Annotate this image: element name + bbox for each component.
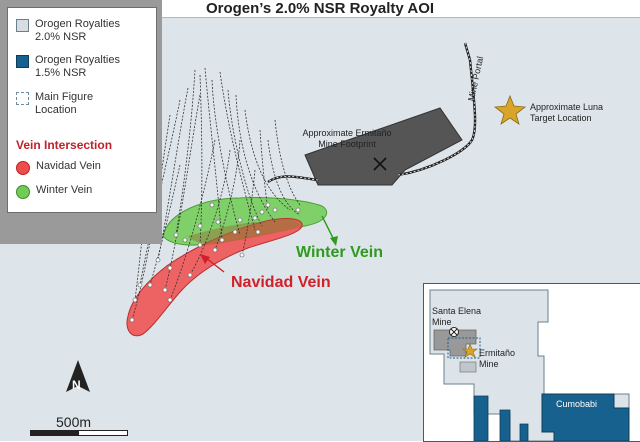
legend-label: Winter Vein bbox=[36, 184, 93, 196]
inset-cumobabi-label: Cumobabi bbox=[556, 399, 598, 409]
scale-bar bbox=[30, 430, 128, 436]
north-label: N bbox=[72, 378, 81, 392]
mine-footprint[interactable] bbox=[304, 107, 463, 186]
vein-overlap bbox=[188, 219, 300, 244]
dark-blue-square-icon bbox=[16, 55, 29, 68]
mine-footprint-label: Approximate Ermitaño Mine Footprint bbox=[302, 128, 392, 149]
inset-royalty-15-west bbox=[473, 395, 529, 441]
inset-royalty-15-area[interactable] bbox=[541, 393, 630, 441]
legend-panel-frame: Orogen Royalties 2.0% NSR Orogen Royalti… bbox=[0, 0, 162, 244]
red-circle-icon bbox=[16, 161, 30, 175]
green-circle-icon bbox=[16, 185, 30, 199]
navidad-vein-arrowhead bbox=[200, 254, 210, 264]
navidad-vein-label: Navidad Vein bbox=[231, 274, 331, 291]
mine-symbol-icon bbox=[373, 157, 387, 171]
legend-label: Main Figure Location bbox=[35, 91, 94, 116]
inset-santa-elena-label: Santa Elena Mine bbox=[432, 306, 482, 327]
dashed-square-icon bbox=[16, 92, 29, 105]
inset-main-figure-box[interactable] bbox=[447, 337, 481, 359]
inset-ermitano-label: Ermitaño Mine bbox=[479, 348, 516, 369]
legend-label: Orogen Royalties 2.0% NSR bbox=[35, 18, 120, 43]
inset-ermitano-star-icon bbox=[462, 343, 478, 358]
luna-target-star-icon[interactable] bbox=[493, 94, 527, 125]
scale-label: 500m bbox=[56, 414, 92, 430]
luna-target-label: Approximate Luna Target Location bbox=[530, 102, 604, 123]
drillhole-intercepts bbox=[129, 202, 301, 323]
inset-small-block bbox=[459, 361, 477, 373]
winter-vein-leader bbox=[321, 215, 335, 241]
mine-decline-track bbox=[267, 42, 477, 184]
legend-item-navidad: Navidad Vein bbox=[16, 160, 101, 175]
light-grey-square-icon bbox=[16, 19, 29, 32]
legend-label: Navidad Vein bbox=[36, 160, 101, 172]
legend-label: Orogen Royalties 1.5% NSR bbox=[35, 54, 120, 79]
legend-item-main-figure: Main Figure Location bbox=[16, 91, 115, 117]
inset-map-drawing bbox=[429, 289, 630, 441]
legend-vein-heading: Vein Intersection bbox=[16, 138, 113, 152]
legend-item-orogen-15: Orogen Royalties 1.5% NSR bbox=[16, 54, 130, 80]
legend-panel: Orogen Royalties 2.0% NSR Orogen Royalti… bbox=[7, 7, 157, 213]
winter-vein-arrowhead bbox=[330, 236, 338, 246]
navidad-vein-leader bbox=[205, 257, 225, 273]
north-arrow-icon bbox=[66, 360, 90, 392]
drillhole-traces bbox=[131, 67, 301, 321]
legend-item-winter: Winter Vein bbox=[16, 184, 92, 199]
winter-vein-label: Winter Vein bbox=[296, 244, 383, 261]
legend-item-orogen-2: Orogen Royalties 2.0% NSR bbox=[16, 18, 130, 44]
inset-map: Santa Elena Mine Ermitaño Mine Cumobabi bbox=[423, 283, 640, 442]
